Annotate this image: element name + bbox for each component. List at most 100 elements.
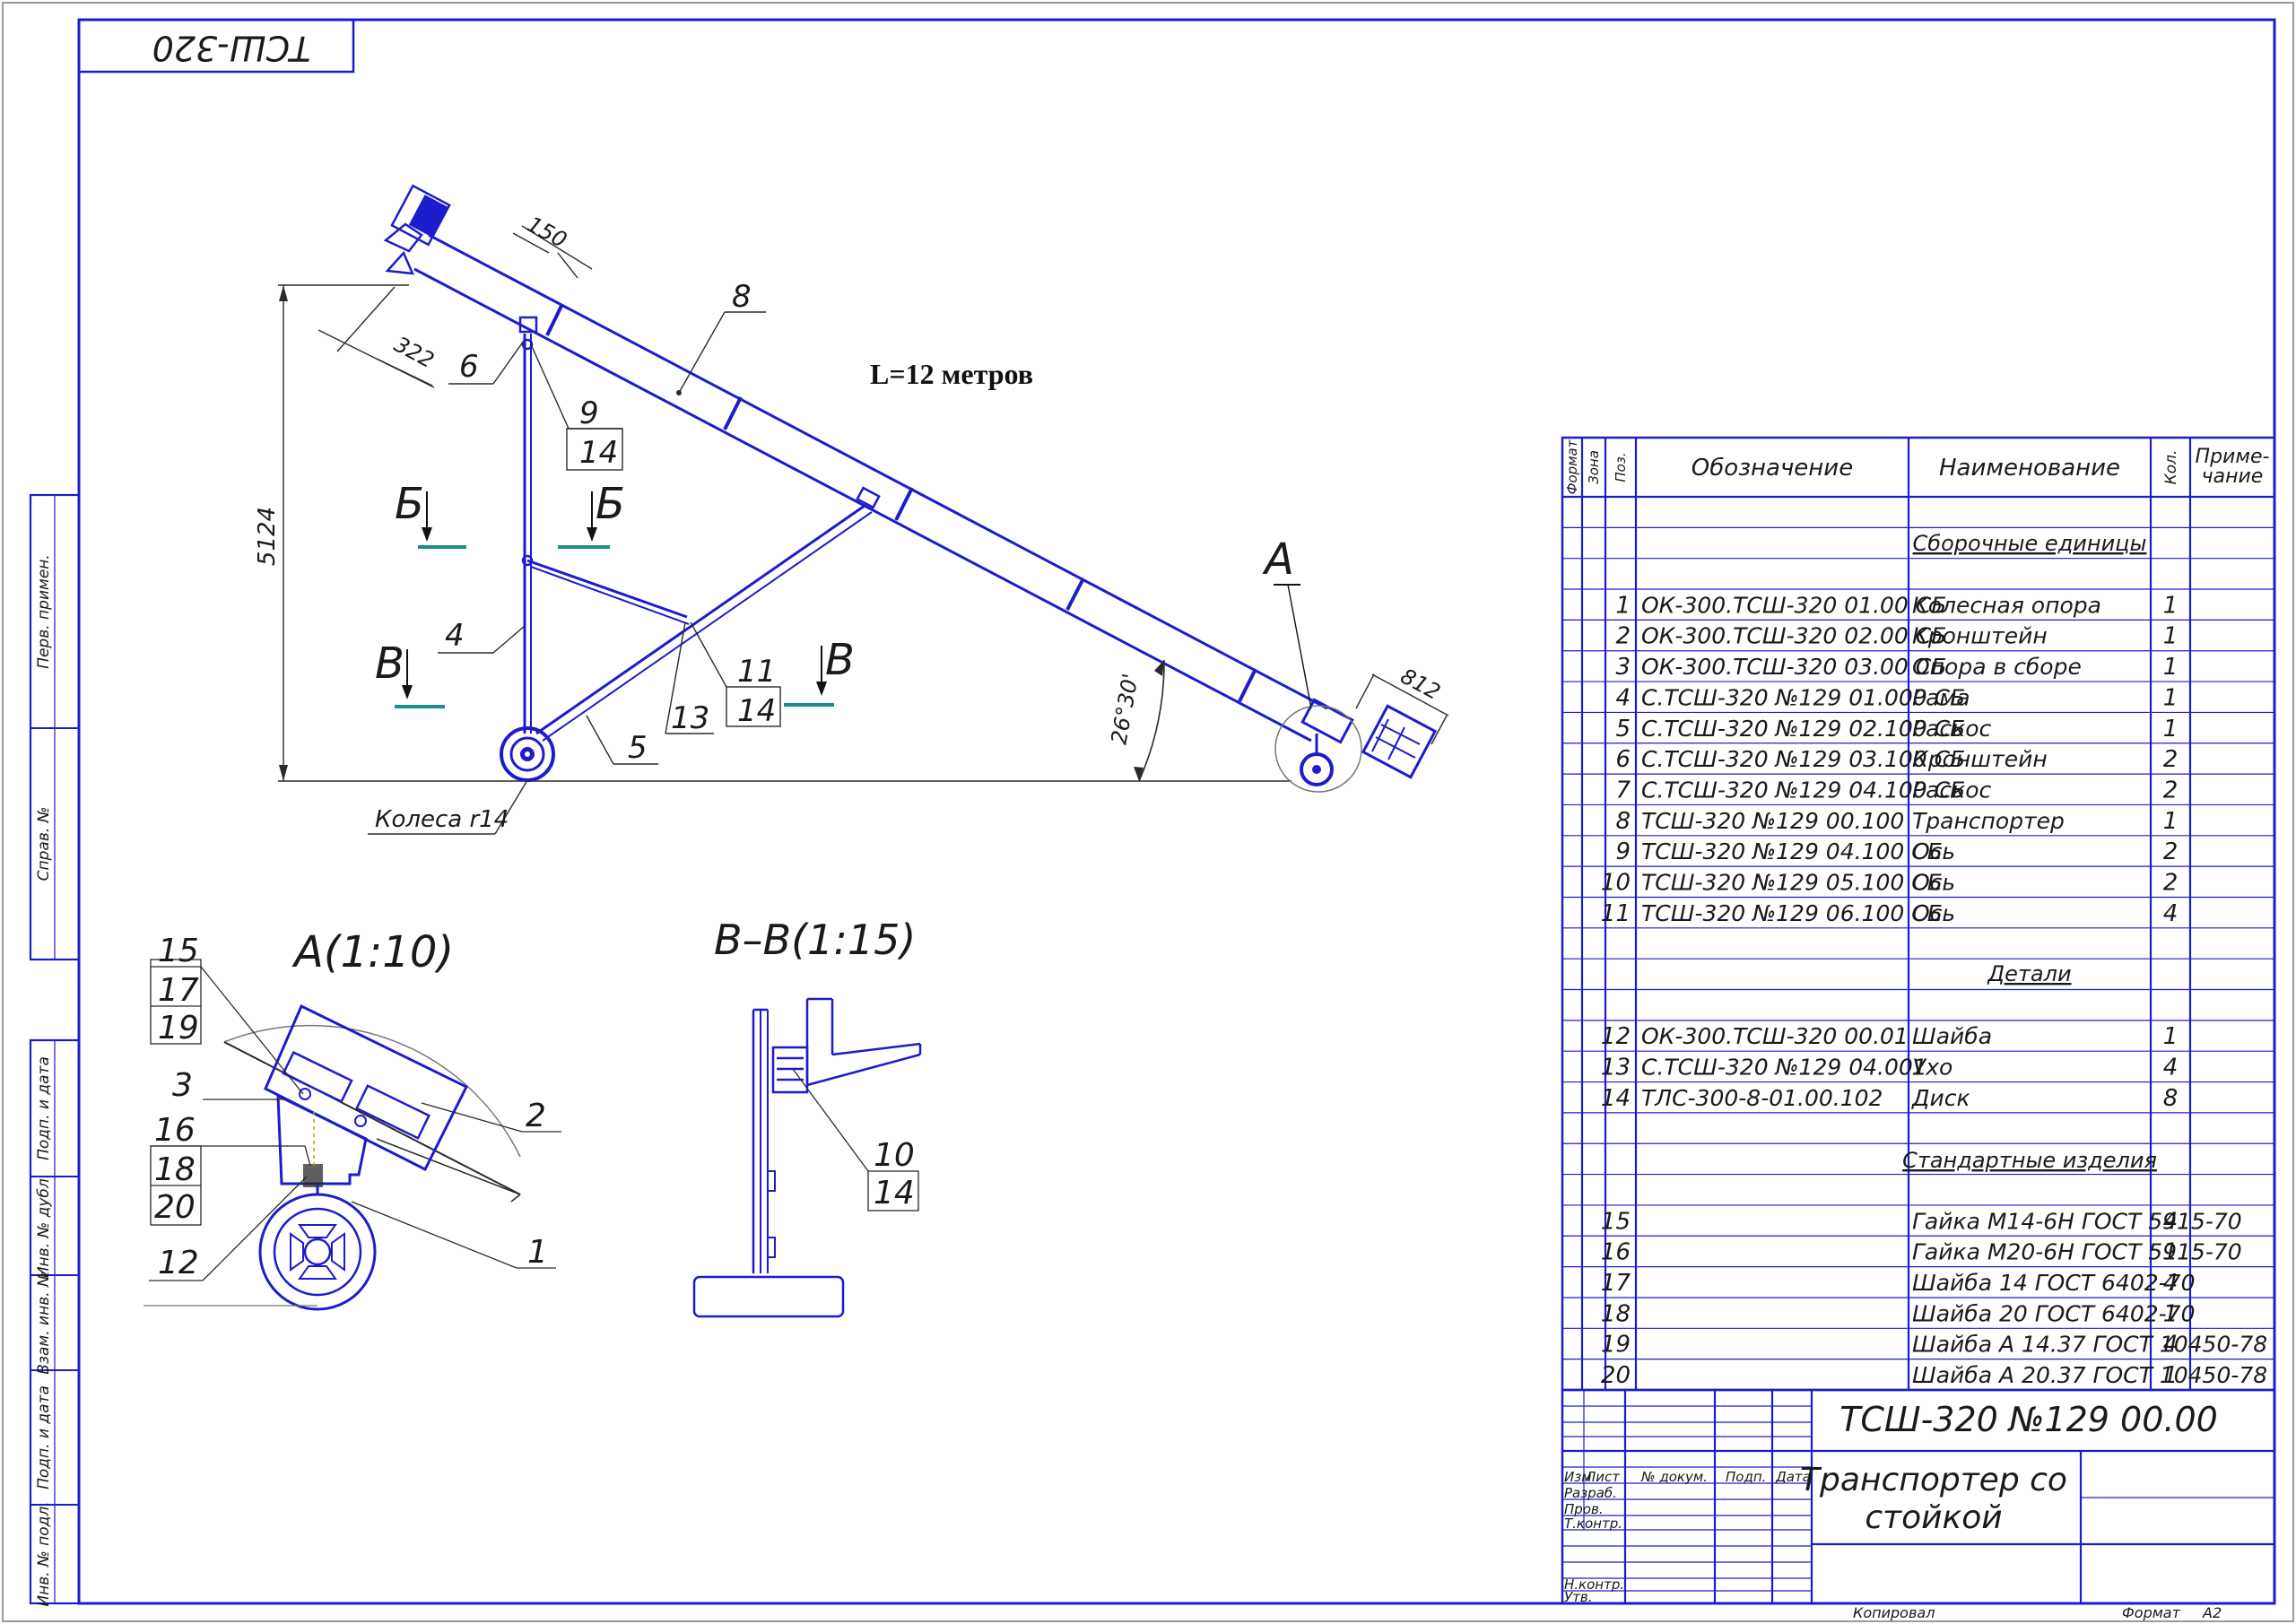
spec-qty: 1: [2163, 654, 2179, 681]
spec-qty: 4: [2163, 900, 2179, 927]
view-v-l10: 10: [874, 1137, 915, 1174]
view-a-l2: 2: [526, 1098, 546, 1134]
spec-h-zone: Зона: [1586, 450, 1602, 484]
tb-role: Пров.: [1564, 1501, 1604, 1517]
tb-doc-code: ТСШ-320 №129 00.00: [1839, 1400, 2218, 1439]
view-v-section: В–В(1:15) 10 14: [692, 916, 922, 1318]
top-stamp-code: ТСШ-320: [152, 29, 311, 68]
dim-322: 322: [390, 332, 439, 373]
spec-designation: ОК-300.ТСШ-320 00.01: [1641, 1023, 1909, 1049]
spec-pos: 14: [1601, 1085, 1631, 1112]
spec-pos: 12: [1601, 1023, 1631, 1050]
top-stamp: ТСШ-320: [77, 18, 355, 74]
svg-text:Б: Б: [395, 479, 424, 529]
spec-name: Раскос: [1912, 716, 1992, 742]
spec-designation: ТСШ-320 №129 00.100: [1641, 808, 1904, 834]
spec-pos: 18: [1601, 1300, 1631, 1327]
spec-qty: 2: [2163, 746, 2179, 773]
view-a-detail: А(1:10) 15 17 19: [144, 927, 561, 1311]
spec-name: Ухо: [1912, 1055, 1952, 1081]
tb-title-line2: стойкой: [1865, 1499, 2002, 1536]
leader-14b: 14: [737, 693, 776, 729]
spec-name: Ось: [1912, 869, 1955, 895]
view-a-l16: 16: [154, 1112, 196, 1149]
tb-col-doc: № докум.: [1640, 1469, 1708, 1485]
dim-angle: 26°30': [1106, 672, 1143, 746]
tb-col-date: Дата: [1775, 1469, 1811, 1485]
view-a-l3: 3: [172, 1067, 193, 1104]
strip-label: Перв. примен.: [35, 554, 53, 669]
spec-h-note: Приме-чание: [2196, 446, 2270, 488]
spec-designation: ОК-300.ТСШ-320 02.00 СБ: [1641, 623, 1946, 649]
spec-qty: 2: [2163, 777, 2179, 803]
detail-mark-a: А: [1262, 534, 1312, 709]
spec-designation: С.ТСШ-320 №129 01.000 СБ: [1641, 684, 1965, 710]
spec-pos: 10: [1601, 869, 1631, 896]
spec-designation: С.ТСШ-320 №129 04.100 СБ: [1641, 777, 1965, 803]
wheel-label: Колеса r14: [375, 806, 509, 833]
spec-name: Кронштейн: [1912, 746, 2048, 772]
spec-designation: С.ТСШ-320 №129 03.100 СБ: [1641, 746, 1965, 772]
view-a-l18: 18: [154, 1151, 196, 1188]
dim-150: 150: [523, 212, 571, 253]
tb-role: Утв.: [1564, 1589, 1593, 1605]
spec-qty: 8: [2163, 1085, 2179, 1112]
view-v-l14: 14: [874, 1175, 915, 1211]
tb-format-value: А2: [2202, 1604, 2222, 1621]
view-a-l12: 12: [158, 1245, 199, 1281]
spec-pos: 3: [1615, 654, 1631, 681]
spec-name: Ось: [1912, 900, 1955, 926]
spec-pos: 17: [1601, 1270, 1631, 1297]
leader-5: 5: [628, 730, 648, 766]
spec-qty: 4: [2163, 1208, 2179, 1235]
tb-format-label: Формат: [2122, 1604, 2181, 1621]
leader-13: 13: [671, 700, 709, 736]
spec-section-assemblies: Сборочные единицы: [1913, 531, 2147, 556]
spec-qty: 1: [2163, 1300, 2179, 1327]
view-a-l15: 15: [158, 933, 199, 969]
spec-qty: 2: [2163, 838, 2179, 865]
strip-label: Справ. №: [35, 807, 53, 881]
spec-qty: 1: [2163, 592, 2179, 619]
spec-name: Раскос: [1912, 777, 1992, 803]
spec-h-designation: Обозначение: [1692, 455, 1853, 482]
spec-designation: С.ТСШ-320 №129 04.001: [1641, 1055, 1927, 1081]
leader-8: 8: [732, 279, 752, 315]
dim-5124: 5124: [254, 507, 281, 566]
spec-name: Шайба А 14.37 ГОСТ 10450-78: [1912, 1332, 2267, 1358]
spec-name: Транспортер: [1912, 808, 2065, 834]
spec-qty: 1: [2163, 684, 2179, 711]
section-mark-v-right: В: [784, 635, 855, 707]
left-strip: Перв. примен. Справ. № Подп. и дата Инв.…: [29, 493, 81, 1607]
section-mark-b-right: Б: [558, 479, 625, 549]
svg-text:А: А: [1262, 534, 1294, 585]
spec-pos: 11: [1601, 900, 1631, 927]
spec-h-pos: Поз.: [1613, 452, 1629, 482]
detail-a-callout-circle: [1274, 705, 1362, 793]
spec-designation: ОК-300.ТСШ-320 03.00 СБ: [1641, 654, 1946, 680]
spec-qty: 1: [2163, 716, 2179, 743]
spec-name: Колесная опора: [1912, 592, 2101, 618]
intake-hopper: [1361, 704, 1438, 779]
tb-role: Н.контр.: [1564, 1576, 1624, 1593]
spec-pos: 16: [1601, 1239, 1631, 1266]
spec-qty: 1: [2163, 1239, 2179, 1266]
svg-text:В: В: [825, 635, 855, 685]
spec-pos: 5: [1615, 716, 1631, 743]
spec-pos: 8: [1615, 808, 1631, 835]
conveyor-tube-bottom: [413, 267, 1312, 743]
spec-pos: 4: [1615, 684, 1631, 711]
spec-designation: ТСШ-320 №129 05.100 СБ: [1641, 869, 1943, 895]
spec-name: Рама: [1912, 684, 1970, 710]
spec-qty: 2: [2163, 869, 2179, 896]
tb-copied: Копировал: [1853, 1604, 1935, 1621]
leader-9: 9: [579, 395, 599, 431]
spec-h-format: Формат: [1564, 439, 1580, 494]
spec-qty: 1: [2163, 1023, 2179, 1050]
spec-pos: 7: [1615, 777, 1631, 803]
view-v-title: В–В(1:15): [714, 916, 916, 964]
spec-name: Шайба 14 ГОСТ 6402-70: [1912, 1270, 2195, 1296]
conveyor-main-view: 5124 322 150 812 26°30' L=12 метров 8 6: [254, 184, 1449, 835]
